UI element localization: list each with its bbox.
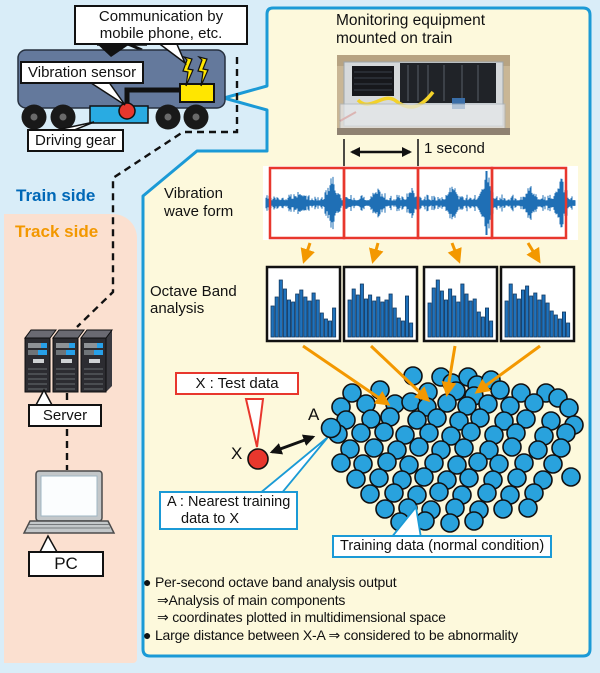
test-data-label-box: X : Test data (175, 372, 299, 395)
x-point-letter: X (231, 444, 243, 463)
training-data-dots (328, 366, 584, 533)
one-second-label: 1 second (424, 140, 485, 157)
train-side-label: Train side (16, 186, 96, 205)
a-point-letter: A (308, 405, 320, 424)
panel-title: Monitoring equipment mounted on train (336, 12, 486, 47)
communication-label: Communication by mobile phone, etc. (74, 5, 248, 45)
bullet-line: ● Per-second octave band analysis output (143, 574, 397, 590)
bullet-line: ⇒Analysis of main components (157, 591, 346, 608)
vibration-waveform (265, 171, 576, 235)
train-wheels (21, 104, 209, 130)
nearest-training-label-box: A : Nearest training data to X (159, 491, 299, 530)
test-data-callout (244, 398, 265, 448)
arrows-octave-to-cluster (302, 344, 541, 406)
server-label: Server (28, 404, 102, 427)
track-side-label: Track side (15, 222, 99, 241)
bullet-line: ● Large distance between X-A ⇒ considere… (143, 626, 518, 643)
summary-bullets: ● Per-second octave band analysis output… (143, 574, 591, 644)
track-side-background (4, 214, 137, 663)
octave-band-charts (265, 265, 576, 343)
laptop-illustration (22, 470, 116, 553)
lightning-bolt-2 (197, 55, 209, 87)
equipment-photo (337, 55, 510, 135)
vibration-sensor-label: Vibration sensor (20, 61, 145, 84)
pc-callout (38, 534, 59, 553)
nearest-point-a (320, 417, 342, 439)
vibration-waveform-label: Vibration wave form (164, 185, 234, 220)
comm-label-callout (95, 42, 133, 57)
communication-unit (179, 83, 215, 103)
vibration-sensor-dot (118, 102, 136, 120)
arrows-wave-to-octave (300, 242, 541, 264)
pc-label: PC (28, 551, 104, 577)
bullet-line: ⇒ coordinates plotted in multidimensiona… (157, 609, 446, 625)
waveform-segment-boxes (268, 166, 568, 240)
server-illustration (24, 329, 113, 406)
train-illustration (17, 42, 226, 130)
test-point-x (247, 448, 269, 470)
distance-arrow-x-a (269, 434, 316, 455)
one-second-marker (343, 139, 419, 167)
sensor-cable (124, 87, 186, 107)
octave-band-label: Octave Band analysis (150, 283, 237, 317)
driving-gear-label: Driving gear (27, 129, 124, 152)
training-data-label-box: Training data (normal condition) (332, 535, 553, 558)
